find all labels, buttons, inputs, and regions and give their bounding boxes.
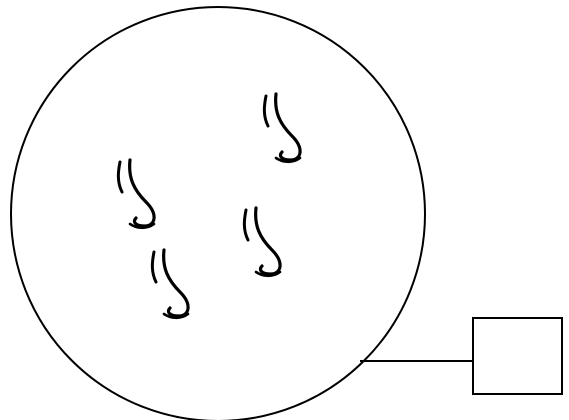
answer-box[interactable] [473,318,562,394]
group-circle [11,7,425,420]
nose-icon [264,94,300,162]
nose-icon [244,208,280,276]
nose-icon [152,250,188,318]
nose-icon [118,160,154,228]
